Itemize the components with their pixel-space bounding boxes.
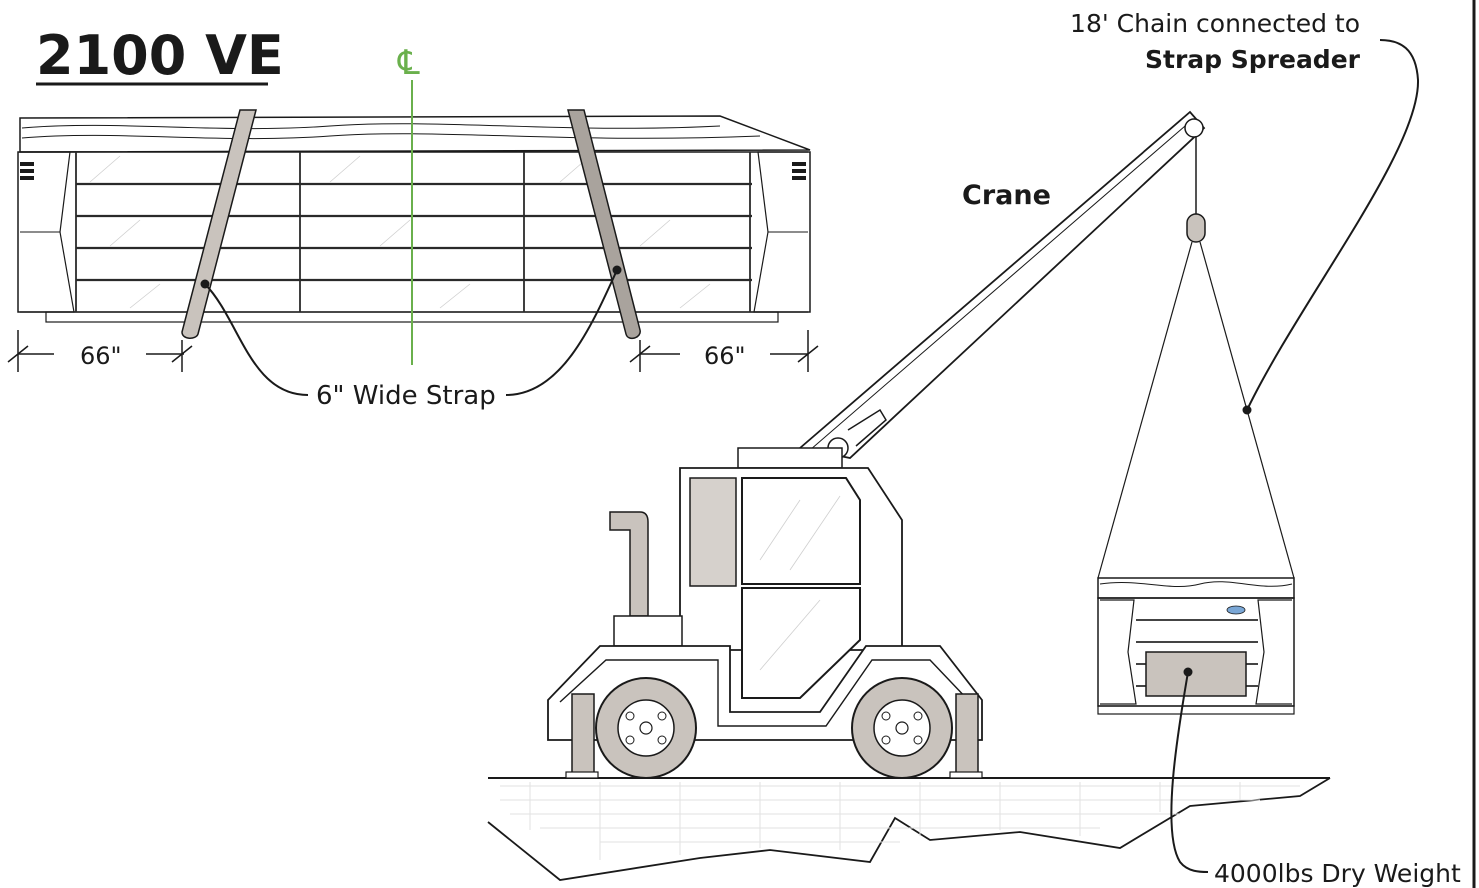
right-vent-icon xyxy=(792,162,806,180)
hook-block xyxy=(1186,213,1206,243)
crane-label: Crane xyxy=(962,180,1051,211)
wheel-front-icon xyxy=(595,677,697,779)
right-strap xyxy=(567,109,641,340)
spa-cabinet xyxy=(17,151,811,313)
spa-cover xyxy=(19,115,811,153)
dimension-left-label: 66" xyxy=(80,342,122,370)
exhaust-pipe xyxy=(609,511,649,617)
diagram-title: 2100 VE xyxy=(36,24,284,87)
crane-vehicle xyxy=(547,110,1206,779)
weight-label: 4000lbs Dry Weight xyxy=(1214,859,1461,888)
weight-leader xyxy=(1170,671,1209,873)
lifted-spa xyxy=(1097,577,1295,715)
cab-door xyxy=(741,587,861,699)
cab-window-upper xyxy=(741,477,861,585)
outrigger-left xyxy=(571,693,595,775)
cabinet-posts xyxy=(75,152,751,312)
dimension-right xyxy=(629,330,819,372)
weight-panel xyxy=(1145,651,1247,697)
centerline-symbol: ℄ xyxy=(397,43,420,83)
ground xyxy=(487,777,1331,881)
cabinet-slats xyxy=(76,182,752,282)
spa-side-view: ℄ xyxy=(17,43,811,365)
chain-label-line1: 18' Chain connected to xyxy=(1070,9,1360,38)
strap-leader-right xyxy=(505,269,618,396)
dimension-left xyxy=(7,330,193,372)
left-vent-icon xyxy=(20,162,34,180)
chain-label-line2: Strap Spreader xyxy=(1145,45,1361,74)
strap-label: 6" Wide Strap xyxy=(316,381,496,411)
left-strap xyxy=(181,109,257,339)
wheel-rear-icon xyxy=(851,677,953,779)
chain-leader xyxy=(1246,39,1420,411)
dimension-right-label: 66" xyxy=(704,342,746,370)
lift-rigging xyxy=(1097,136,1295,579)
strap-leader-left xyxy=(204,283,309,396)
outrigger-right xyxy=(955,693,979,775)
